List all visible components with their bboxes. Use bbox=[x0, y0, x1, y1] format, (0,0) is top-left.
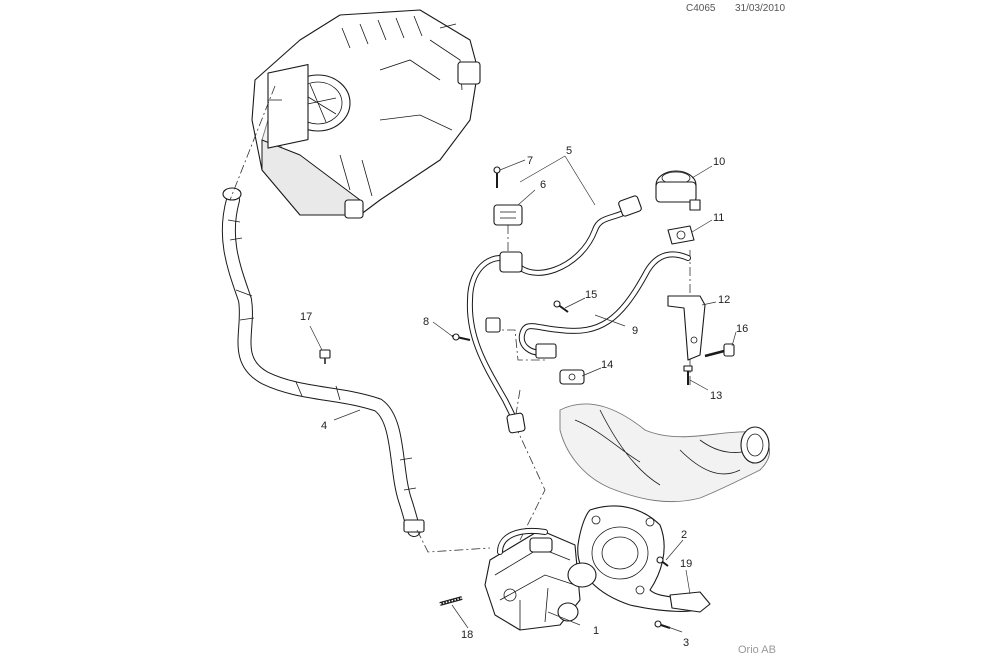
bracket-part-19 bbox=[669, 591, 711, 613]
callout-12: 12 bbox=[718, 294, 730, 306]
callout-16: 16 bbox=[736, 323, 748, 335]
plug-part-17 bbox=[319, 349, 331, 364]
bolt-part-13 bbox=[683, 365, 693, 385]
breather-hose-assembly bbox=[466, 195, 691, 434]
callout-19: 19 bbox=[680, 558, 692, 570]
air-cleaner-housing bbox=[251, 9, 481, 219]
callout-7: 7 bbox=[527, 155, 533, 167]
callout-10: 10 bbox=[713, 156, 725, 168]
bolt-part-16 bbox=[704, 343, 735, 358]
bracket-part-12 bbox=[667, 295, 706, 361]
callout-11: 11 bbox=[713, 212, 724, 224]
callout-2: 2 bbox=[681, 529, 687, 541]
stud-part-18 bbox=[439, 596, 463, 606]
gasket-part-11 bbox=[667, 225, 695, 245]
sensor-part-14 bbox=[559, 369, 585, 385]
callout-labels: 1 2 3 4 5 6 7 8 9 10 11 12 13 14 15 16 1… bbox=[300, 145, 748, 649]
screw-part-3 bbox=[654, 620, 671, 629]
callout-5: 5 bbox=[566, 145, 572, 157]
screw-part-2 bbox=[656, 556, 669, 567]
valve-part-10 bbox=[655, 170, 701, 211]
alignment-lines bbox=[229, 85, 691, 553]
screw-part-8 bbox=[451, 333, 471, 341]
drawing-date: 31/03/2010 bbox=[735, 3, 786, 14]
screw-part-15 bbox=[553, 300, 569, 313]
callout-14: 14 bbox=[601, 359, 613, 371]
callout-leaders bbox=[309, 155, 737, 633]
callout-9: 9 bbox=[632, 325, 638, 337]
callout-8: 8 bbox=[423, 316, 429, 328]
intake-hose bbox=[221, 187, 425, 537]
publisher-credit: Orio AB bbox=[738, 644, 776, 656]
callout-6: 6 bbox=[540, 179, 546, 191]
callout-13: 13 bbox=[710, 390, 722, 402]
callout-1: 1 bbox=[593, 625, 599, 637]
drawing-code: C4065 bbox=[686, 3, 716, 14]
callout-15: 15 bbox=[585, 289, 597, 301]
sensor-part-6 bbox=[493, 204, 523, 226]
secondary-air-pump bbox=[484, 528, 597, 631]
callout-3: 3 bbox=[683, 637, 689, 649]
callout-18: 18 bbox=[461, 629, 473, 641]
heat-shield bbox=[559, 403, 770, 503]
screw-part-7 bbox=[493, 166, 501, 188]
callout-17: 17 bbox=[300, 311, 312, 323]
callout-4: 4 bbox=[321, 420, 327, 432]
